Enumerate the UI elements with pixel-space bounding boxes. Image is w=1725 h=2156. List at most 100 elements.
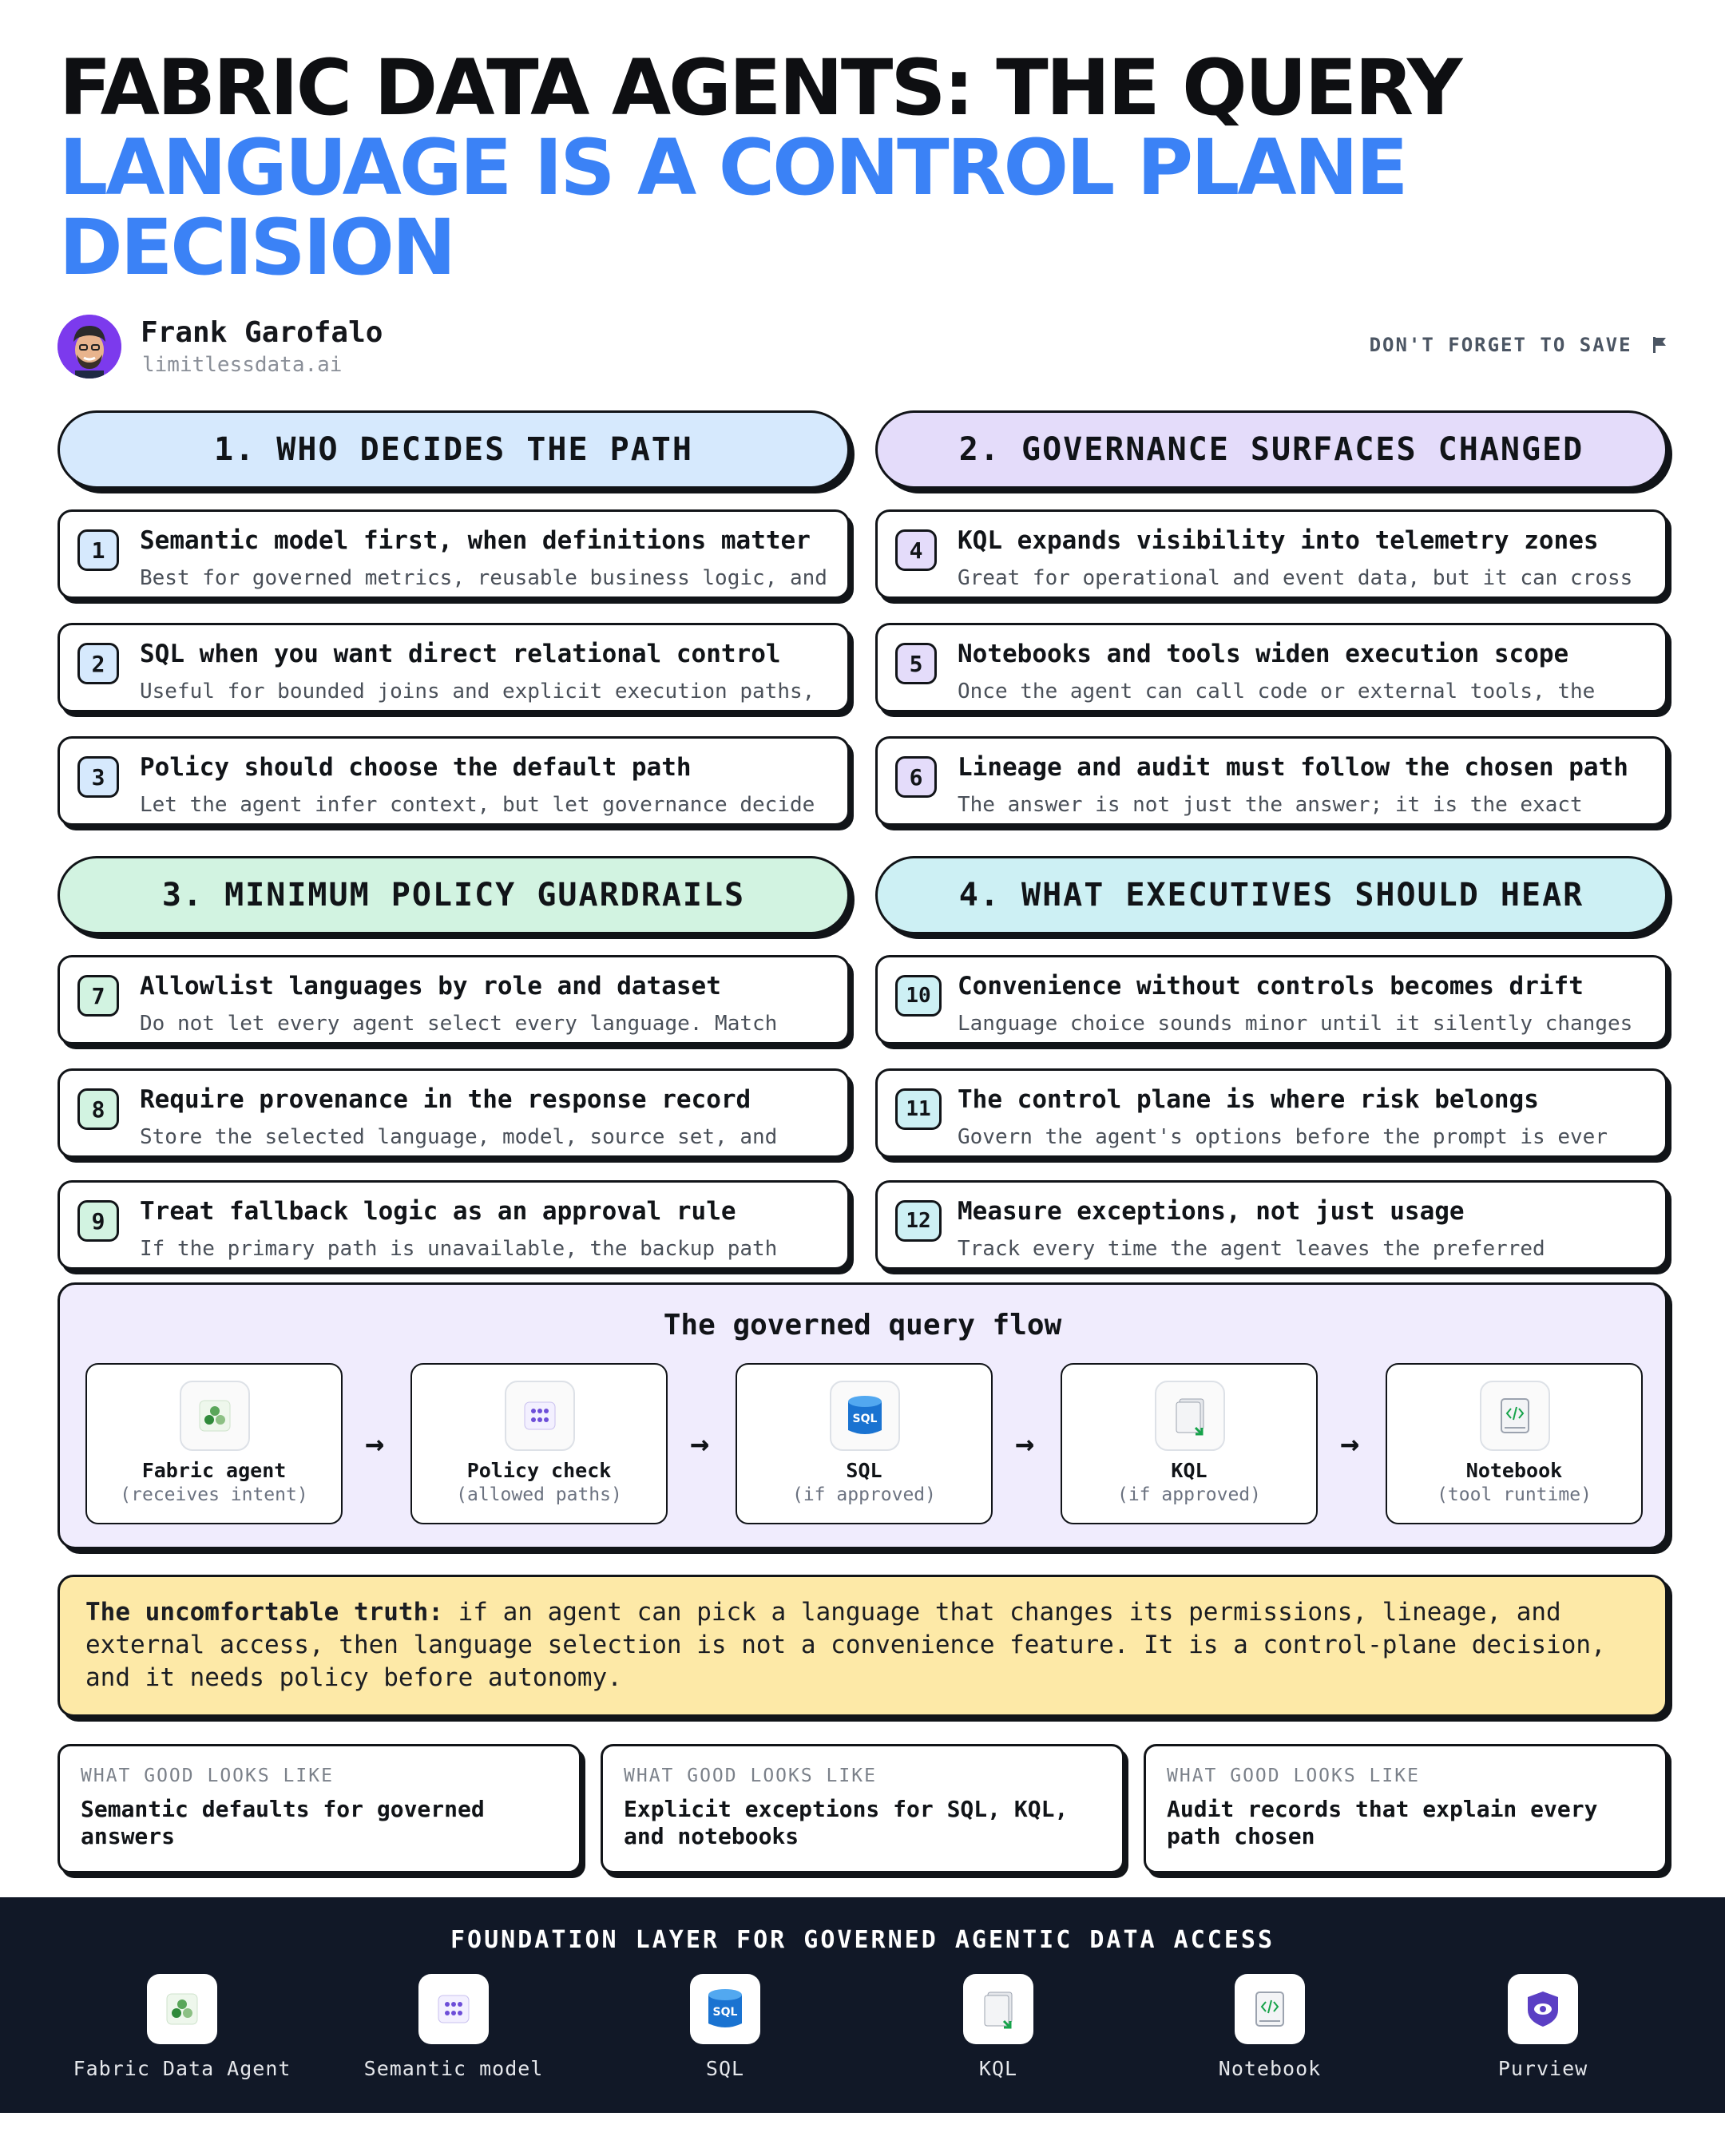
fabric-agent-icon [147,1974,217,2044]
footer-item-sql[interactable]: SQL SQL [605,1974,845,2080]
card-body: Let the agent infer context, but let gov… [140,793,815,823]
card-body: Language choice sounds minor until it si… [958,1012,1633,1042]
card-body: Useful for bounded joins and explicit ex… [140,680,815,710]
card-title: Semantic model first, when definitions m… [140,526,811,555]
card-number-badge: 1 [77,529,119,571]
card-8[interactable]: 8 Require provenance in the response rec… [58,1068,850,1158]
card-10[interactable]: 10 Convenience without controls becomes … [875,955,1668,1044]
query-flow-panel: The governed query flow Fabric agent (re… [58,1282,1668,1549]
card-number-badge: 5 [895,643,937,684]
card-12[interactable]: 12 Measure exceptions, not just usage Tr… [875,1180,1668,1270]
card-title: Convenience without controls becomes dri… [958,972,1584,1001]
footer-item-kql[interactable]: KQL [878,1974,1118,2080]
card-11[interactable]: 11 The control plane is where risk belon… [875,1068,1668,1158]
card-body: Track every time the agent leaves the pr… [958,1237,1583,1267]
notebook-code-icon [1480,1381,1550,1451]
author-name: Frank Garofalo [141,316,383,349]
card-number-badge: 12 [895,1200,942,1242]
footer-item-label: KQL [978,2057,1018,2080]
section-header-executives: 4. WHAT EXECUTIVES SHOULD HEAR [875,856,1668,934]
card-title: Lineage and audit must follow the chosen… [958,753,1628,782]
card-9[interactable]: 9 Treat fallback logic as an approval ru… [58,1180,850,1270]
arrow-right-icon: → [364,1425,385,1462]
card-body: Do not let every agent select every lang… [140,1012,778,1042]
svg-text:SQL: SQL [713,2006,738,2019]
arrow-right-icon: → [1339,1425,1360,1462]
title-line-3: DECISION [59,203,456,292]
card-title: Policy should choose the default path [140,753,692,782]
flow-step-sub: (tool runtime) [1437,1484,1592,1505]
footer-item-purview[interactable]: Purview [1423,1974,1663,2080]
card-3[interactable]: 3 Policy should choose the default path … [58,736,850,826]
flow-step-sub: (receives intent) [120,1484,308,1505]
card-title: The control plane is where risk belongs [958,1085,1539,1114]
card-number-badge: 10 [895,975,942,1017]
card-body: Govern the agent's options before the pr… [958,1125,1620,1155]
avatar[interactable] [58,315,121,378]
card-title: Allowlist languages by role and dataset [140,972,721,1001]
notebook-code-icon [1235,1974,1305,2044]
uncomfortable-truth-callout: The uncomfortable truth: if an agent can… [58,1575,1668,1717]
card-6[interactable]: 6 Lineage and audit must follow the chos… [875,736,1668,826]
footer-item-label: Semantic model [363,2057,544,2080]
flow-step-sub: (if approved) [1116,1484,1261,1505]
save-reminder-label: DON'T FORGET TO SAVE [1369,334,1632,356]
card-7[interactable]: 7 Allowlist languages by role and datase… [58,955,850,1044]
flag-icon [1653,337,1666,353]
svg-text:SQL: SQL [853,1413,878,1425]
good-kicker: WHAT GOOD LOOKS LIKE [1167,1766,1420,1786]
good-text: Semantic defaults for governed answers [81,1796,485,1849]
card-title: Notebooks and tools widen execution scop… [958,640,1569,668]
section-header-policy-guardrails: 3. MINIMUM POLICY GUARDRAILS [58,856,850,934]
footer-item-notebook[interactable]: Notebook [1150,1974,1390,2080]
card-title: Treat fallback logic as an approval rule [140,1197,736,1226]
flow-step-fabric-agent[interactable]: Fabric agent (receives intent) [85,1363,343,1524]
card-number-badge: 6 [895,756,937,798]
footer-item-semantic-model[interactable]: Semantic model [334,1974,573,2080]
good-card-semantic[interactable]: WHAT GOOD LOOKS LIKE Semantic defaults f… [58,1744,581,1873]
author-site[interactable]: limitlessdata.ai [142,353,343,377]
footer-item-label: Purview [1497,2057,1588,2080]
truth-lead: The uncomfortable truth: [85,1598,443,1627]
save-reminder[interactable]: DON'T FORGET TO SAVE [1370,334,1668,356]
flow-step-name: KQL [1171,1459,1208,1482]
section-header-who-decides: 1. WHO DECIDES THE PATH [58,410,850,489]
title-line-1: FABRIC DATA AGENTS: THE QUERY [59,43,1462,133]
good-kicker: WHAT GOOD LOOKS LIKE [624,1766,877,1786]
flow-step-kql[interactable]: KQL (if approved) [1061,1363,1318,1524]
flow-step-sql[interactable]: SQL SQL (if approved) [736,1363,993,1524]
sql-database-icon: SQL [830,1381,900,1451]
kql-document-icon [963,1974,1033,2044]
flow-title: The governed query flow [663,1309,1062,1342]
footer-item-fabric-data-agent[interactable]: Fabric Data Agent [62,1974,302,2080]
arrow-right-icon: → [1014,1425,1035,1462]
card-number-badge: 2 [77,643,119,684]
card-number-badge: 11 [895,1088,942,1130]
flow-step-name: SQL [846,1459,882,1482]
flow-step-policy-check[interactable]: Policy check (allowed paths) [410,1363,668,1524]
card-1[interactable]: 1 Semantic model first, when definitions… [58,509,850,599]
card-number-badge: 9 [77,1200,119,1242]
card-body: Once the agent can call code or external… [958,680,1596,710]
flow-step-notebook[interactable]: Notebook (tool runtime) [1386,1363,1643,1524]
flow-step-sub: (if approved) [791,1484,936,1505]
card-title: Measure exceptions, not just usage [958,1197,1465,1226]
card-2[interactable]: 2 SQL when you want direct relational co… [58,623,850,712]
footer-item-label: Fabric Data Agent [73,2057,291,2080]
footer-item-label: SQL [705,2057,745,2080]
flow-step-name: Notebook [1465,1459,1563,1482]
card-number-badge: 7 [77,975,119,1017]
good-card-exceptions[interactable]: WHAT GOOD LOOKS LIKE Explicit exceptions… [601,1744,1124,1873]
good-card-audit[interactable]: WHAT GOOD LOOKS LIKE Audit records that … [1144,1744,1668,1873]
card-body: The answer is not just the answer; it is… [958,793,1583,823]
card-body: Great for operational and event data, bu… [958,566,1645,596]
flow-step-sub: (allowed paths) [456,1484,622,1505]
card-body: Best for governed metrics, reusable busi… [140,566,827,596]
card-5[interactable]: 5 Notebooks and tools widen execution sc… [875,623,1668,712]
arrow-right-icon: → [689,1425,710,1462]
good-text: Audit records that explain every path ch… [1167,1796,1598,1849]
card-4[interactable]: 4 KQL expands visibility into telemetry … [875,509,1668,599]
card-title: Require provenance in the response recor… [140,1085,751,1114]
card-body: Store the selected language, model, sour… [140,1125,778,1155]
card-number-badge: 4 [895,529,937,571]
